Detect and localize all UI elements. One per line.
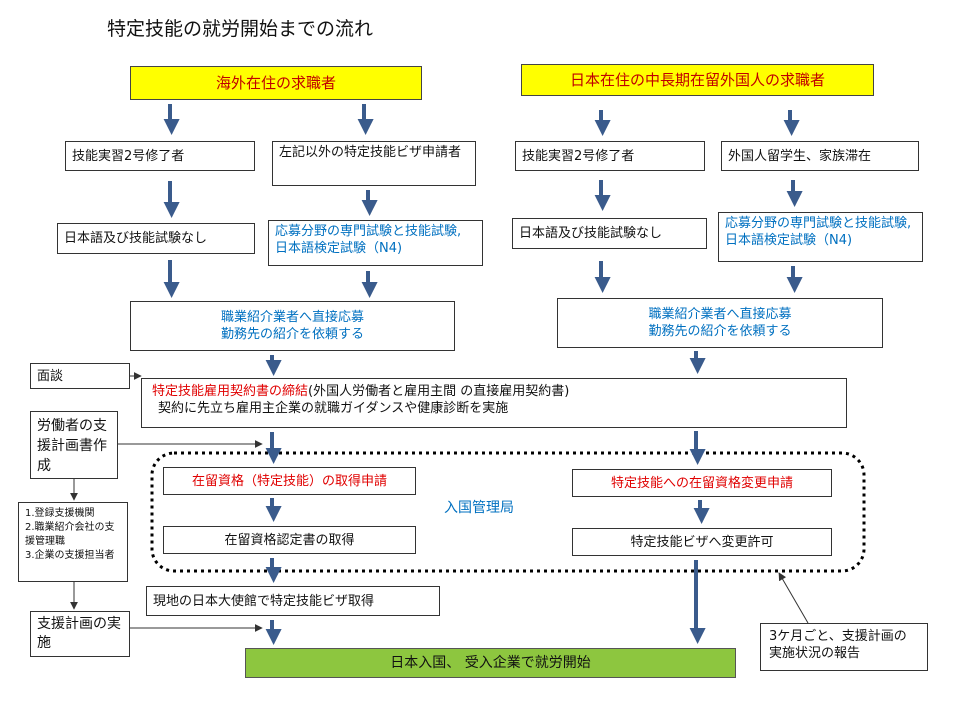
report-box: 3ケ月ごと、支援計画の実施状況の報告 [760, 623, 928, 671]
contract-title: 特定技能雇用契約書の締結 [152, 384, 309, 399]
flow-arrows [163, 104, 803, 645]
overseas-header: 海外在住の求職者 [130, 66, 422, 100]
overseas-trainee-box: 技能実習2号修了者 [65, 141, 255, 171]
domestic-agency-line2: 勤務先の紹介を依頼する [648, 324, 792, 339]
start-work-box: 日本入国、 受入企業で就労開始 [245, 648, 736, 678]
contract-line2: 契約に先立ち雇用主企業の就職ガイダンスや健康診断を実施 [158, 401, 509, 416]
overseas-agency-line1: 職業紹介業者へ直接応募 [220, 310, 364, 325]
domestic-agency-line1: 職業紹介業者へ直接応募 [648, 307, 792, 322]
contract-line1: 特定技能雇用契約書の締結(外国人労働者と雇用主間 の直接雇用契約書) [152, 383, 836, 400]
overseas-agency-box: 職業紹介業者へ直接応募 勤務先の紹介を依頼する [130, 301, 455, 351]
certificate-box: 在留資格認定書の取得 [163, 526, 416, 554]
contract-box: 特定技能雇用契約書の締結(外国人労働者と雇用主間 の直接雇用契約書) 契約に先立… [141, 378, 847, 428]
domestic-header: 日本在住の中長期在留外国人の求職者 [521, 64, 874, 96]
support-plan-box: 労働者の支援計画書作成 [30, 411, 118, 479]
support-role-2: 2.職業紹介会社の支援管理職 [25, 522, 115, 547]
domestic-no-exam-box: 日本語及び技能試験なし [512, 218, 707, 249]
embassy-visa-box: 現地の日本大使館で特定技能ビザ取得 [146, 586, 440, 616]
page-title: 特定技能の就労開始までの流れ [107, 18, 374, 40]
connector-report [778, 572, 809, 624]
implement-plan-box: 支援計画の実施 [30, 611, 130, 657]
immigration-region [150, 451, 866, 573]
support-role-3: 3.企業の支援担当者 [25, 550, 115, 561]
domestic-trainee-box: 技能実習2号修了者 [515, 141, 705, 171]
apply-overseas-box: 在留資格（特定技能）の取得申請 [163, 467, 416, 495]
interview-box: 面談 [30, 363, 130, 389]
overseas-other-applicant-box: 左記以外の特定技能ビザ申請者 [272, 141, 476, 186]
domestic-agency-box: 職業紹介業者へ直接応募 勤務先の紹介を依頼する [557, 298, 883, 348]
support-roles-box: 1.登録支援機関 2.職業紹介会社の支援管理職 3.企業の支援担当者 [18, 502, 128, 582]
support-role-1: 1.登録支援機関 [25, 508, 95, 519]
overseas-exam-box: 応募分野の専門試験と技能試験, 日本語検定試験（N4) [268, 220, 483, 266]
domestic-exam-box: 応募分野の専門試験と技能試験, 日本語検定試験（N4) [718, 212, 923, 262]
apply-domestic-box: 特定技能への在留資格変更申請 [572, 469, 832, 497]
thin-connectors [70, 372, 809, 632]
change-permit-box: 特定技能ビザへ変更許可 [572, 528, 832, 556]
contract-detail: (外国人労働者と雇用主間 の直接雇用契約書) [308, 384, 570, 399]
immigration-label: 入国管理局 [444, 500, 514, 516]
domestic-student-box: 外国人留学生、家族滞在 [721, 141, 919, 171]
overseas-agency-line2: 勤務先の紹介を依頼する [220, 327, 364, 342]
overseas-no-exam-box: 日本語及び技能試験なし [57, 223, 255, 254]
